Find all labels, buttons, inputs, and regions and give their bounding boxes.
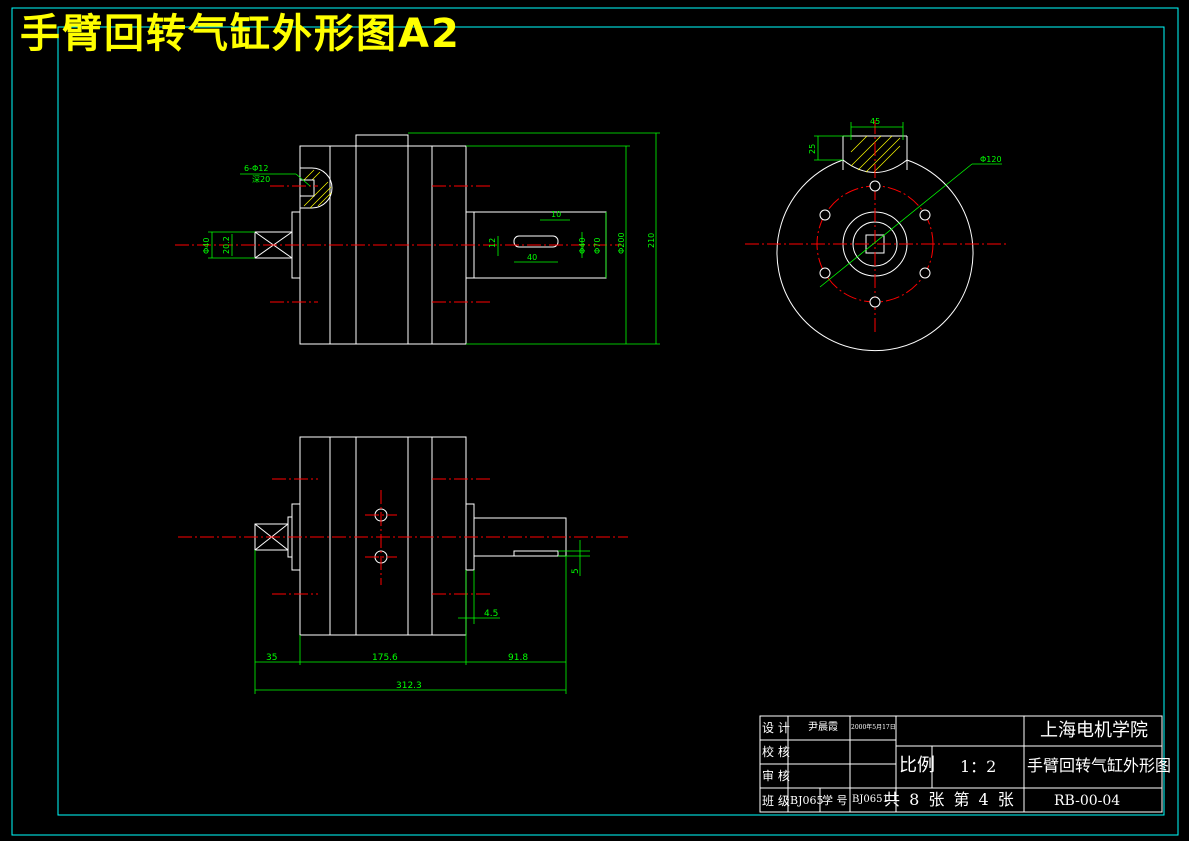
dim-d40-left: Φ40 — [202, 238, 211, 254]
tb-label-review: 审 核 — [762, 769, 790, 783]
dim-d200: Φ200 — [617, 232, 626, 254]
tb-label-student-id: 学 号 — [822, 794, 848, 807]
dim-d12: 12 — [488, 238, 497, 248]
front-view: 6-Φ12 深20 10 40 Φ40 20.2 12 Φ40 Φ70 Φ200… — [175, 132, 660, 345]
tb-label-design: 设 计 — [762, 721, 790, 735]
dim-312-3: 312.3 — [396, 681, 422, 691]
dim-d70: Φ70 — [593, 238, 602, 254]
dim-35: 35 — [266, 653, 277, 663]
drawing-frame — [11, 7, 1179, 836]
tb-label-check: 校 核 — [762, 745, 790, 759]
tb-drawing-number: RB-00-04 — [1054, 793, 1121, 809]
dim-h25: 25 — [808, 144, 817, 154]
side-view: 45 25 Φ120 — [745, 117, 1008, 352]
tb-design-date: 2000年5月17日 — [851, 724, 896, 731]
dim-w40: 40 — [527, 253, 537, 262]
dim-w10: 10 — [551, 210, 561, 219]
tb-label-class: 班 级 — [762, 794, 790, 808]
hole-note-bottom: 深20 — [252, 175, 270, 184]
dim-h210: 210 — [647, 233, 656, 248]
dim-175-6: 175.6 — [372, 653, 398, 663]
dim-91-8: 91.8 — [508, 653, 528, 663]
dim-d40: Φ40 — [578, 238, 587, 254]
tb-drawing-name: 手臂回转气缸外形图 — [1027, 756, 1172, 775]
title-block-lines — [759, 715, 1163, 813]
drawing-title: 手臂回转气缸外形图A2 — [20, 11, 461, 57]
tb-scale-value: 1：2 — [960, 757, 997, 776]
dim-5: 5 — [571, 568, 581, 574]
tb-student-id: BJ0651 — [852, 794, 889, 805]
dim-w45: 45 — [870, 117, 880, 126]
tb-class-value: BJ065 — [790, 794, 824, 807]
tb-designer-name: 尹晨霞 — [808, 722, 838, 733]
hole-section — [299, 167, 333, 209]
tb-scale-label: 比例 — [899, 755, 935, 776]
dim-4-5: 4.5 — [484, 609, 498, 619]
hole-note-top: 6-Φ12 — [244, 164, 268, 173]
dim-d20-2: 20.2 — [222, 236, 231, 254]
dim-d120: Φ120 — [980, 155, 1002, 164]
tb-school-name: 上海电机学院 — [1040, 720, 1148, 741]
top-view: 4.5 5 35 175.6 91.8 312.3 — [178, 436, 628, 694]
tb-sheet-info: 共 8 张 第 4 张 — [884, 790, 1016, 809]
